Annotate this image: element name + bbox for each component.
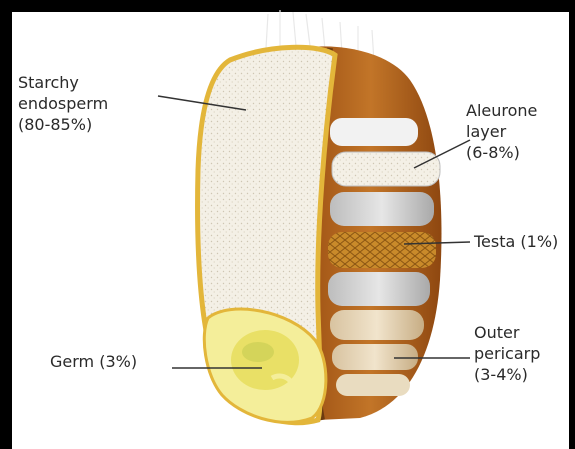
label-germ: Germ (3%) <box>50 351 137 372</box>
label-testa: Testa (1%) <box>474 231 558 252</box>
label-outer-pericarp: Outer pericarp (3-4%) <box>474 322 540 385</box>
label-aleurone-layer: Aleurone layer (6-8%) <box>466 100 537 163</box>
label-starchy-endosperm: Starchy endosperm (80-85%) <box>18 72 108 135</box>
